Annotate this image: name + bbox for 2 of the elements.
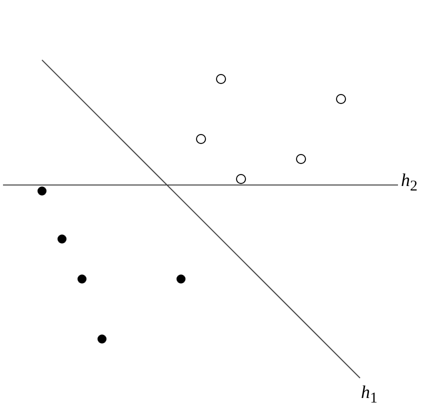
line-label: h$_{2}$ bbox=[401, 170, 418, 197]
line-label: h$_{1}$ bbox=[361, 382, 378, 409]
